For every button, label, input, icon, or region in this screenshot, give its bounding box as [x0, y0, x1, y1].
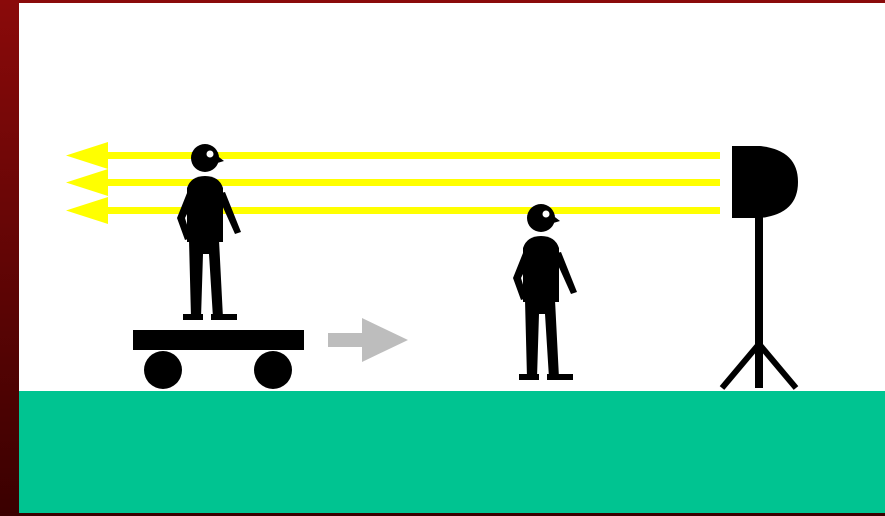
ground	[19, 391, 885, 513]
light-rays	[66, 142, 720, 224]
eye	[543, 211, 550, 218]
eye	[207, 151, 214, 158]
